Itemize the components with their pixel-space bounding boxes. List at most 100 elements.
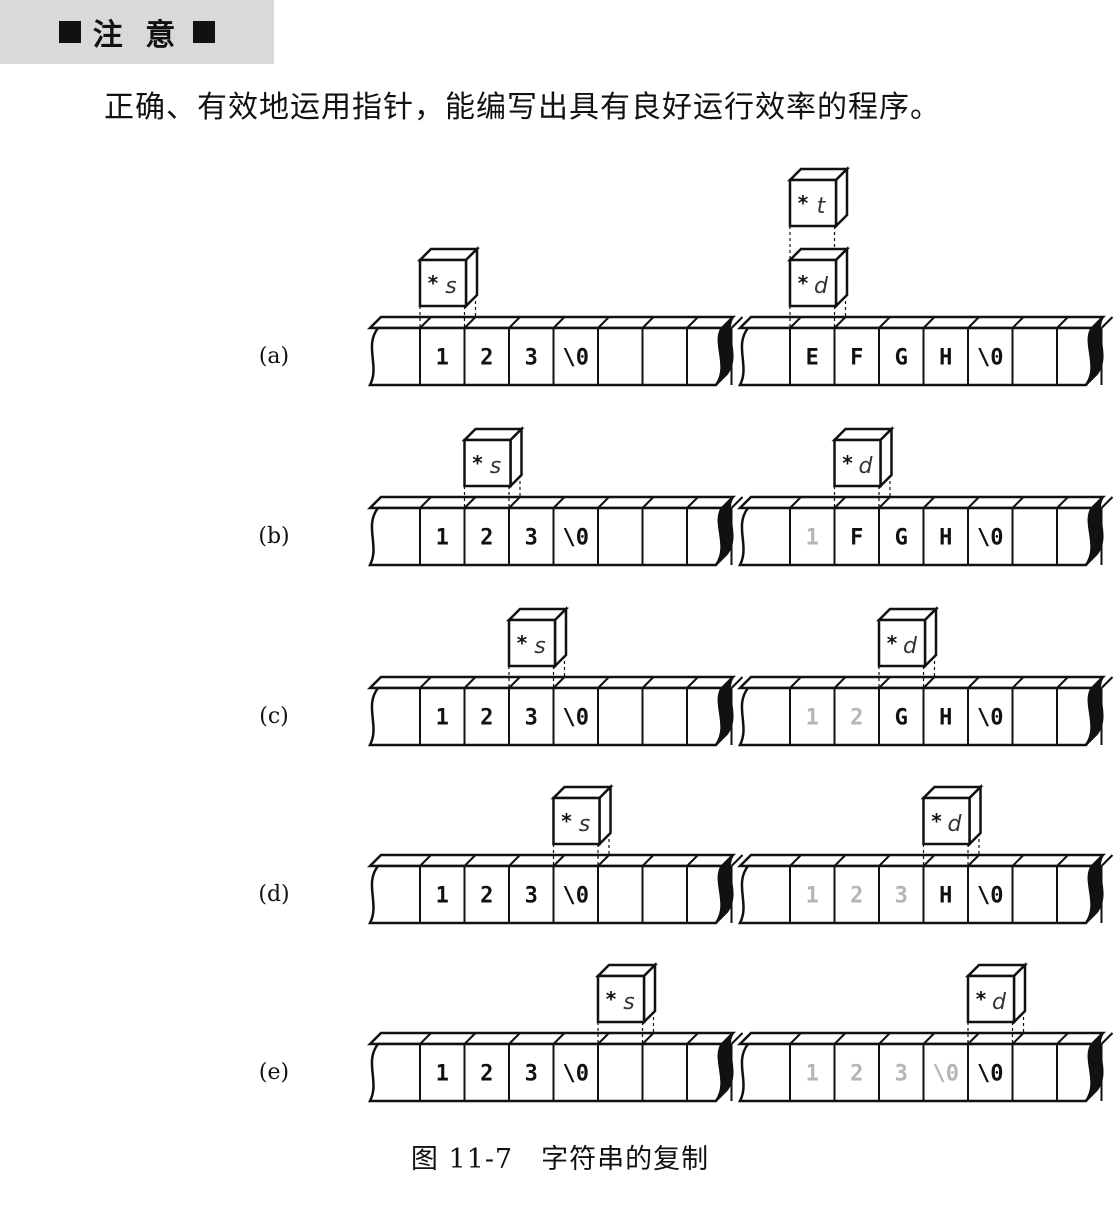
cell-divider-top xyxy=(730,496,744,509)
pointer-cube-side xyxy=(642,961,657,1026)
cell-value: \0 xyxy=(563,884,590,909)
cell-divider-top xyxy=(508,676,521,689)
cell-value: 1 xyxy=(806,706,819,731)
cell-divider-top xyxy=(789,854,802,867)
cell-divider-top xyxy=(1011,1032,1025,1045)
cell-value: 2 xyxy=(480,346,493,371)
cell-divider-top xyxy=(508,496,521,509)
cell-value: F xyxy=(850,526,863,551)
pointer-name: s xyxy=(623,990,634,1015)
tape-torn-end xyxy=(1085,316,1104,386)
cell-value: 1 xyxy=(806,884,819,909)
cell-divider-top xyxy=(833,676,847,689)
cell-divider-top xyxy=(1100,676,1114,689)
row-label: (a) xyxy=(259,344,289,369)
cell-divider-top xyxy=(922,1032,936,1045)
cell-value: 3 xyxy=(525,526,538,551)
pointer-cube-side xyxy=(464,245,479,310)
cell-value: F xyxy=(850,346,863,371)
tape-front-face xyxy=(737,686,1095,747)
tape-front-face xyxy=(367,686,725,747)
cell-value: 2 xyxy=(480,526,493,551)
cell-value: \0 xyxy=(933,1062,960,1087)
cell-value: 1 xyxy=(806,1062,819,1087)
pointer-cube-front xyxy=(966,974,1016,1024)
cell-divider-top xyxy=(1056,496,1069,509)
cell-value: E xyxy=(806,346,819,371)
cell-divider-top xyxy=(597,676,610,689)
cell-divider-top xyxy=(686,676,699,689)
tape-front-face xyxy=(367,1042,725,1103)
pointer-cube-side xyxy=(1012,961,1027,1026)
cell-value: 3 xyxy=(895,884,908,909)
pointer-cube-front xyxy=(922,796,971,846)
cell-divider-top xyxy=(463,854,477,867)
tape-torn-end xyxy=(1085,1032,1104,1102)
cell-value: 3 xyxy=(525,884,538,909)
cell-value: 1 xyxy=(806,526,819,551)
pointer-name: s xyxy=(534,634,545,659)
row-label: (e) xyxy=(259,1060,289,1085)
cell-divider-top xyxy=(1056,676,1069,689)
pointer-cube-front xyxy=(596,974,646,1024)
cell-divider-top xyxy=(1056,854,1069,867)
cell-value: \0 xyxy=(563,346,590,371)
pointer-cube-front xyxy=(463,438,512,488)
cell-value: 1 xyxy=(436,884,449,909)
pointer-name: d xyxy=(903,634,918,659)
cell-divider-top xyxy=(463,496,477,509)
pointer-cube-side xyxy=(834,245,849,310)
tape-torn-end xyxy=(1085,496,1104,566)
cell-value: \0 xyxy=(977,706,1004,731)
cell-divider-top xyxy=(686,854,699,867)
cell-value: 1 xyxy=(436,706,449,731)
pointer-cube-side xyxy=(834,165,849,230)
cell-divider-top xyxy=(1011,316,1025,329)
row-label: (d) xyxy=(258,882,289,907)
pointer-asterisk: * xyxy=(976,987,987,1011)
pointer-cube-front xyxy=(833,438,882,488)
cell-value: \0 xyxy=(977,346,1004,371)
pointer-name: t xyxy=(817,194,827,219)
pointer-cube-side xyxy=(509,425,523,490)
cell-divider-top xyxy=(730,316,744,329)
cell-value: 3 xyxy=(525,346,538,371)
pointer-cube-front xyxy=(507,618,557,668)
cell-divider-top xyxy=(419,496,432,509)
note-label: 注 意 xyxy=(92,18,182,53)
cell-value: \0 xyxy=(977,884,1004,909)
pointer-cube-side xyxy=(598,783,612,848)
pointer-cube-front xyxy=(552,796,601,846)
cell-divider-top xyxy=(922,854,936,867)
cell-divider-top xyxy=(641,676,655,689)
cell-value: 1 xyxy=(436,1062,449,1087)
pointer-name: d xyxy=(948,812,963,837)
cell-divider-top xyxy=(878,676,891,689)
cell-divider-top xyxy=(641,496,655,509)
cell-value: \0 xyxy=(563,1062,590,1087)
cell-divider-top xyxy=(967,316,980,329)
cell-divider-top xyxy=(552,854,566,867)
cell-divider-top xyxy=(833,1032,847,1045)
tape-front-face xyxy=(737,1042,1095,1103)
pointer-name: d xyxy=(814,274,829,299)
cell-divider-top xyxy=(789,316,802,329)
cell-divider-top xyxy=(419,1032,432,1045)
pointer-cube-side xyxy=(968,783,982,848)
cell-value: G xyxy=(895,526,908,551)
cell-value: 1 xyxy=(436,346,449,371)
cell-value: \0 xyxy=(563,526,590,551)
cell-divider-top xyxy=(730,676,744,689)
pointer-name: s xyxy=(490,454,501,479)
cell-divider-top xyxy=(552,676,566,689)
cell-divider-top xyxy=(597,854,610,867)
cell-divider-top xyxy=(922,316,936,329)
pointer-name: s xyxy=(445,274,456,299)
cell-divider-top xyxy=(463,1032,477,1045)
pointer-asterisk: * xyxy=(428,271,439,295)
cell-value: \0 xyxy=(977,526,1004,551)
row-label: (c) xyxy=(259,704,289,729)
cell-divider-top xyxy=(597,316,610,329)
cell-divider-top xyxy=(833,496,847,509)
